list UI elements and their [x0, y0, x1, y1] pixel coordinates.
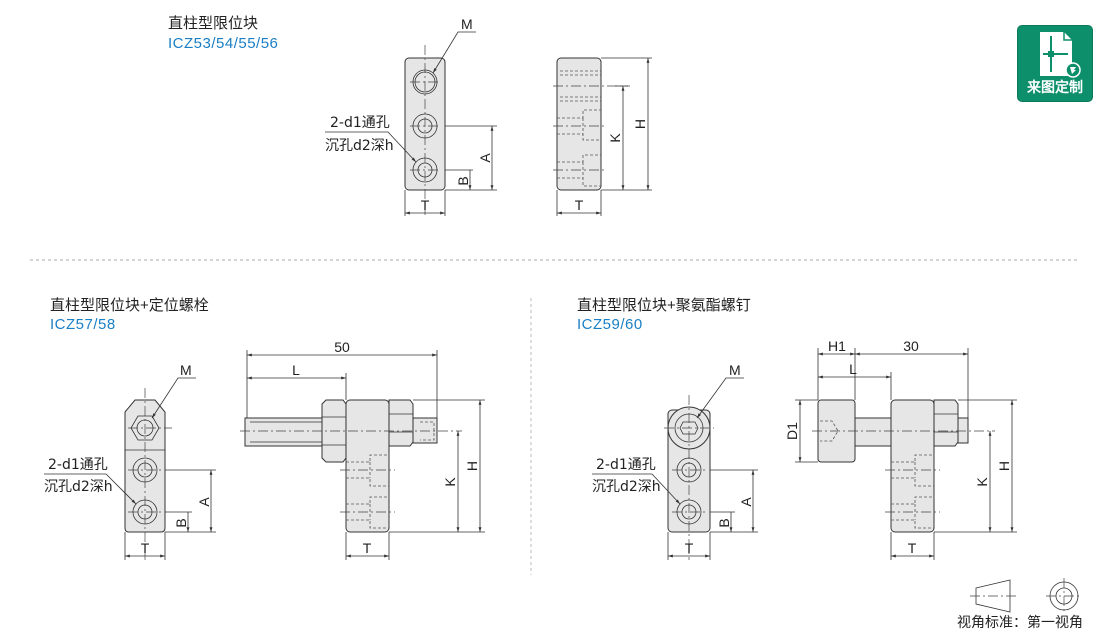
- section2-side-view: 50 L H K T: [240, 339, 485, 560]
- section1-code: ICZ53/54/55/56: [168, 35, 279, 52]
- section2-front-view: M 2-d1通孔 沉孔d2深h A B T: [44, 362, 216, 560]
- drawing-line: [151, 377, 196, 419]
- section3-code: ICZ59/60: [577, 316, 643, 333]
- label-h1: H1: [828, 338, 846, 354]
- label-l: L: [849, 361, 857, 377]
- label-hole-line2: 沉孔d2深h: [325, 138, 394, 154]
- drawing-line: [325, 131, 417, 163]
- drawing-line: [696, 377, 744, 419]
- section1-title: 直柱型限位块: [168, 15, 259, 32]
- label-hole-line1: 2-d1通孔: [596, 457, 656, 473]
- drawing-line: [957, 417, 969, 444]
- drawing-line: [975, 579, 1011, 613]
- label-t: T: [575, 197, 584, 213]
- drawing-line: [388, 399, 414, 447]
- label-t: T: [908, 540, 917, 556]
- drawing-line: [1063, 32, 1072, 41]
- custom-drawing-icon: [1040, 32, 1081, 78]
- label-a: A: [196, 497, 212, 507]
- drawing-line: [345, 399, 390, 533]
- label-b: B: [173, 518, 189, 527]
- drawing-line: [432, 31, 476, 74]
- first-angle-projection-icon: [970, 578, 1082, 614]
- label-m: M: [461, 16, 473, 32]
- label-k: K: [607, 133, 623, 143]
- label-hole-line1: 2-d1通孔: [48, 457, 108, 473]
- label-a: A: [477, 153, 493, 163]
- label-d1: D1: [784, 422, 800, 440]
- drawing-line: [890, 399, 935, 533]
- drawing-line: [1070, 67, 1076, 74]
- drawing-line: [346, 454, 389, 487]
- drawing-line: [933, 399, 959, 447]
- label-h: H: [464, 461, 480, 471]
- drawing-line: [1048, 51, 1054, 57]
- view-standard-label: 视角标准：第一视角: [957, 615, 1083, 631]
- label-m: M: [180, 362, 192, 378]
- label-50: 50: [334, 339, 350, 355]
- label-b: B: [716, 518, 732, 527]
- section1-front-view: M 2-d1通孔 沉孔d2深h A B T: [325, 16, 497, 216]
- label-h: H: [632, 119, 648, 129]
- label-k: K: [442, 477, 458, 487]
- custom-drawing-button[interactable]: 来图定制: [1017, 25, 1093, 102]
- drawing-line: [346, 496, 389, 529]
- logo-label: 来图定制: [1027, 80, 1083, 96]
- section3-title: 直柱型限位块+聚氨酯螺钉: [577, 297, 751, 314]
- drawing-line: [592, 473, 681, 505]
- label-30: 30: [903, 338, 919, 354]
- label-a: A: [738, 497, 754, 507]
- drawing-line: [891, 496, 934, 529]
- section3-front-view: M 2-d1通孔 沉孔d2深h A B T: [592, 362, 758, 560]
- label-hole-line2: 沉孔d2深h: [44, 479, 113, 495]
- drawing-line: [679, 421, 699, 435]
- section2-code: ICZ57/58: [50, 316, 116, 333]
- label-h: H: [996, 461, 1012, 471]
- label-k: K: [974, 477, 990, 487]
- drawing-line: [556, 57, 602, 191]
- drawing-line: [820, 420, 839, 442]
- label-t: T: [421, 197, 430, 213]
- drawing-line: [891, 454, 934, 487]
- section2-title: 直柱型限位块+定位螺栓: [50, 297, 209, 314]
- label-t: T: [141, 540, 150, 556]
- drawing-line: [244, 417, 324, 447]
- section1-side-view: H K T: [553, 57, 652, 216]
- drawing-line: [557, 154, 601, 187]
- label-t: T: [685, 540, 694, 556]
- label-b: B: [455, 176, 471, 185]
- drawing-line: [44, 473, 137, 505]
- label-hole-line1: 2-d1通孔: [330, 115, 390, 131]
- label-l: L: [292, 362, 300, 378]
- label-t: T: [363, 540, 372, 556]
- drawing-line: [557, 109, 601, 141]
- label-m: M: [729, 362, 741, 378]
- drawing-line: [854, 417, 892, 447]
- label-hole-line2: 沉孔d2深h: [592, 479, 661, 495]
- section3-side-view: H1 30 L D1 H K T: [784, 338, 1017, 560]
